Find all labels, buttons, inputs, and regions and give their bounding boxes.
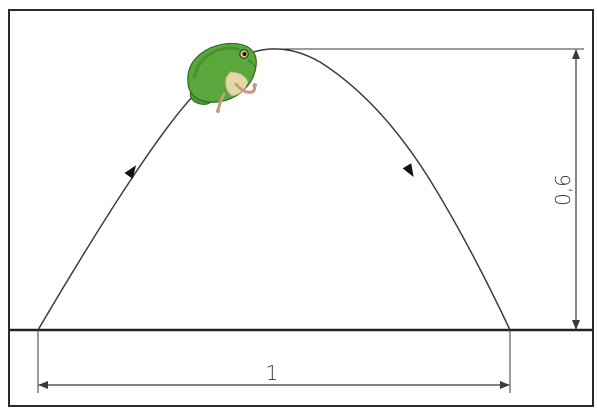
scene-frame [8, 9, 594, 407]
jump-trajectory [37, 48, 511, 331]
width-label: 1 [266, 361, 279, 385]
frog-icon [187, 42, 257, 113]
descent-arrow-icon [402, 163, 414, 178]
ascent-arrow-icon [124, 165, 137, 179]
height-label: 0,6 [551, 174, 575, 206]
